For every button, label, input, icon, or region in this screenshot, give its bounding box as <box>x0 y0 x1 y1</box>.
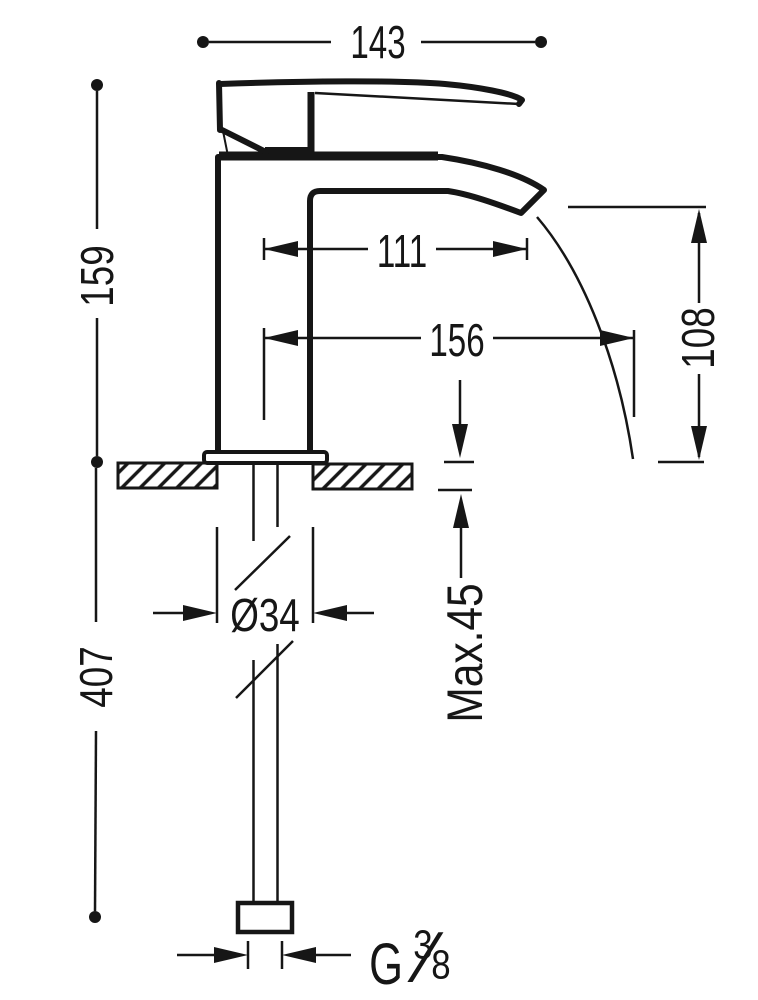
handle-underside-edge <box>314 91 520 106</box>
thread-numerator: 3 <box>413 921 433 968</box>
dim-end-dot <box>89 911 101 923</box>
dim-end-dot <box>91 79 103 91</box>
counter-cross-section <box>116 461 414 491</box>
faucet-body <box>215 151 547 455</box>
handle-base-slant-edge <box>217 126 269 155</box>
faucet-body-fill <box>218 157 544 452</box>
dim-label-outlet-height: 108 <box>672 307 724 369</box>
dim-159 <box>91 79 103 468</box>
dim-diameter <box>153 527 374 623</box>
arrowhead-right <box>600 330 634 346</box>
dim-label-stream-reach: 156 <box>429 314 485 366</box>
handle-base-left-edge <box>216 80 223 133</box>
dim-label-body-diameter: Ø34 <box>230 589 300 641</box>
water-stream <box>536 216 635 460</box>
supply-pipe <box>234 463 295 935</box>
dim-108 <box>568 205 707 464</box>
handle-trim-line <box>222 130 229 157</box>
mounting-flange <box>202 450 329 465</box>
thread-spec-label: G 3 ⁄ 8 <box>369 918 465 1000</box>
thread-fraction-slash: ⁄ <box>421 918 435 998</box>
counter-right <box>311 462 414 491</box>
dim-111 <box>262 238 529 260</box>
dim-max45 <box>438 380 474 578</box>
arrowhead-down <box>452 424 468 458</box>
dim-156 <box>262 328 636 420</box>
handle-fill <box>220 81 524 151</box>
counter-left <box>116 461 219 490</box>
thread-connector <box>235 900 295 935</box>
arrowhead-up <box>453 494 469 528</box>
dim-end-dot <box>91 456 103 468</box>
handle-top-edge <box>217 78 525 107</box>
arrowhead-left <box>264 241 298 257</box>
dim-label-deck-to-top-height: 159 <box>71 245 123 307</box>
dim-end-dot <box>535 36 547 48</box>
arrowhead-left <box>313 605 347 621</box>
arrowhead-left <box>264 330 298 346</box>
dim-label-spout-reach: 111 <box>376 225 428 277</box>
thread-prefix: G <box>369 932 403 997</box>
arrowhead-down <box>691 426 707 460</box>
arrowhead-right <box>183 605 217 621</box>
arrowhead-left <box>282 947 316 963</box>
faucet-handle <box>216 78 525 157</box>
dim-143 <box>197 36 547 48</box>
faucet-body-outline <box>215 154 547 455</box>
arrowhead-up <box>691 209 707 243</box>
dim-end-dot <box>197 36 209 48</box>
dim-label-max-deck-thickness: Max.45 <box>437 583 493 723</box>
arrowhead-right <box>493 241 527 257</box>
arrowhead-right <box>214 947 248 963</box>
thread-denominator: 8 <box>431 941 451 988</box>
dim-407 <box>89 468 101 923</box>
pipe-break-mark-upper <box>234 535 291 591</box>
dim-label-supply-length: 407 <box>70 646 122 708</box>
pipe-break-mark-lower <box>235 640 294 699</box>
dim-thread <box>177 941 351 969</box>
dim-label-overall-width: 143 <box>350 16 406 68</box>
